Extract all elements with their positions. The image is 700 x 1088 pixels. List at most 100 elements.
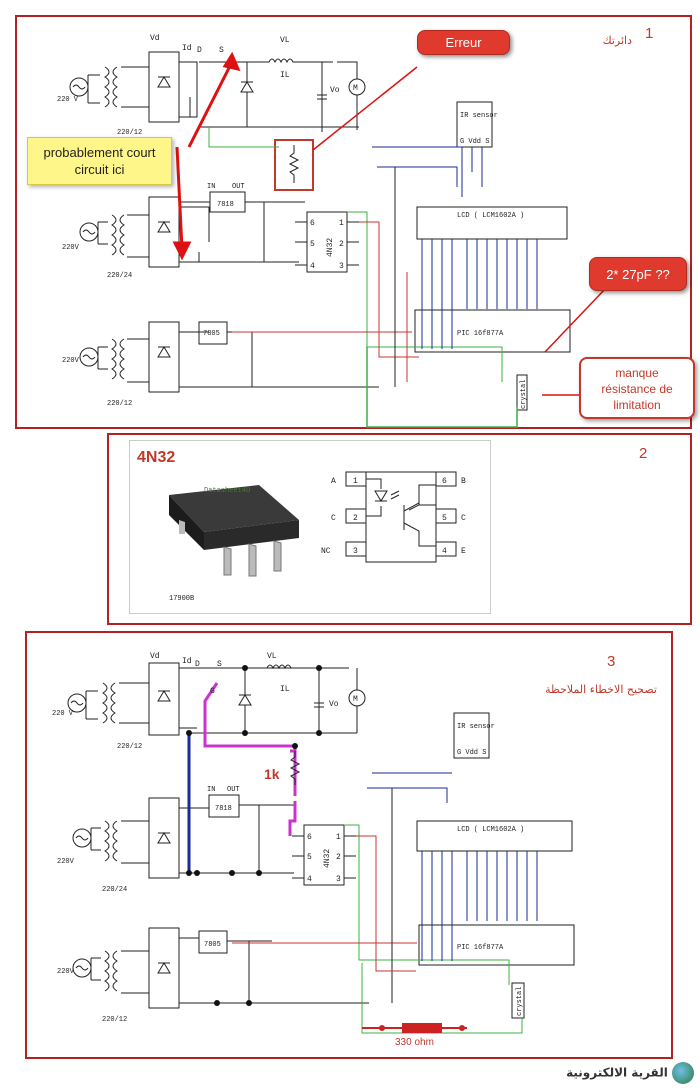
svg-text:B: B <box>461 477 466 486</box>
pin-1: 1 <box>339 219 344 228</box>
label-crystal: crystal <box>516 987 524 1016</box>
label-220b: 220V <box>57 858 75 866</box>
svg-text:6: 6 <box>442 477 447 486</box>
site-name: القرية الالكترونية <box>566 1065 668 1080</box>
pic-1 <box>414 309 571 353</box>
wires-1 <box>208 127 538 428</box>
supply-1 <box>69 51 366 132</box>
watermark: Datasheet4U <box>204 487 250 495</box>
svg-text:C: C <box>331 514 336 523</box>
pin-5: 5 <box>307 853 312 862</box>
svg-text:4: 4 <box>442 547 447 556</box>
label-crystal: crystal <box>520 380 528 409</box>
label-t3: 220/12 <box>102 1016 127 1024</box>
pin-2: 2 <box>336 853 341 862</box>
label-s: S <box>219 46 224 55</box>
schematic-1: Vd Id D S VL IL Vo M 220 V 220/12 220V 2… <box>57 34 608 428</box>
label-m: M <box>353 84 358 93</box>
chip-photo <box>169 485 299 577</box>
label-pic: PIC 16f877A <box>457 944 504 952</box>
label-330-ohm: 330 ohm <box>395 1037 434 1048</box>
label-sensor-pins: G Vdd S <box>460 138 489 146</box>
label-lcd: LCD ( LCM1602A ) <box>457 826 524 834</box>
svg-text:5: 5 <box>442 514 447 523</box>
label-vl: VL <box>280 36 290 45</box>
crystal-1 <box>516 374 528 411</box>
svg-text:A: A <box>331 477 336 486</box>
label-t3: 220/12 <box>107 400 132 408</box>
pinout-diagram <box>345 471 457 563</box>
label-id: Id <box>182 657 192 666</box>
label-220c: 220V <box>62 357 80 365</box>
label-220a: 220 V <box>52 710 74 718</box>
junctions-3 <box>186 665 322 1006</box>
chip-code: 17900B <box>169 595 194 603</box>
pin-3: 3 <box>336 875 341 884</box>
label-vo: Vo <box>330 86 340 95</box>
resistor-1k <box>289 751 301 785</box>
label-out: OUT <box>227 786 240 794</box>
label-vo: Vo <box>329 700 339 709</box>
callout-short-circuit: probablement court circuit ici <box>27 137 172 185</box>
optocoupler-1 <box>295 211 359 273</box>
pin-6: 6 <box>310 219 315 228</box>
chip-title: 4N32 <box>137 449 176 466</box>
pin-4: 4 <box>310 262 315 271</box>
svg-text:2: 2 <box>353 514 358 523</box>
label-4n32: 4N32 <box>323 849 332 868</box>
pin-6: 6 <box>307 833 312 842</box>
globe-icon <box>672 1062 694 1084</box>
label-4n32: 4N32 <box>326 238 335 257</box>
chip-drawing: Datasheet4U 17900B 1 2 3 6 5 4 A C NC B … <box>169 471 466 603</box>
pin-5: 5 <box>310 240 315 249</box>
panel-1-original-circuit: Vd Id D S VL IL Vo M 220 V 220/12 220V 2… <box>15 15 695 429</box>
panel-title-ar: تصحيح الاخطاء الملاحظة <box>545 683 657 696</box>
label-t1: 220/12 <box>117 743 142 751</box>
labels-1: Vd Id D S VL IL Vo M 220 V 220/12 220V 2… <box>57 34 528 409</box>
label-7805: 7805 <box>203 330 220 338</box>
panel-3-corrected-circuit: Vd Id D S G VL IL Vo M 220 V 220/12 220V… <box>25 631 673 1059</box>
label-d: D <box>195 660 200 669</box>
callout-27pf: 2* 27pF ?? <box>589 257 687 291</box>
panel-title-ar: دائرتك <box>602 34 632 47</box>
supply-3 <box>79 321 379 393</box>
label-vl: VL <box>267 652 277 661</box>
label-d: D <box>197 46 202 55</box>
label-7805: 7805 <box>204 941 221 949</box>
label-in: IN <box>207 786 215 794</box>
svg-text:1: 1 <box>353 477 358 486</box>
svg-text:3: 3 <box>353 547 358 556</box>
label-t2: 220/24 <box>102 886 127 894</box>
resistor-330 <box>362 1023 467 1033</box>
schematic-3: Vd Id D S G VL IL Vo M 220 V 220/12 220V… <box>52 652 575 1034</box>
label-il: IL <box>280 685 290 694</box>
panel-number: 3 <box>607 653 616 670</box>
label-g: G <box>210 687 215 696</box>
svg-text:E: E <box>461 547 466 556</box>
crystal-3 <box>511 982 525 1019</box>
label-lcd: LCD ( LCM1602A ) <box>457 212 524 220</box>
pin-4: 4 <box>307 875 312 884</box>
ir-sensor-1 <box>456 101 493 148</box>
label-m: M <box>353 695 358 704</box>
svg-text:NC: NC <box>321 547 331 556</box>
pin-3: 3 <box>339 262 344 271</box>
label-sensor-pins: G Vdd S <box>457 749 486 757</box>
pin-2: 2 <box>339 240 344 249</box>
label-sensor: IR sensor <box>457 723 495 731</box>
panel-number: 1 <box>645 25 654 42</box>
pic-3 <box>418 924 575 966</box>
label-220c: 220V <box>57 968 75 976</box>
label-out: OUT <box>232 183 245 191</box>
label-vd: Vd <box>150 652 160 661</box>
label-7818: 7818 <box>217 201 234 209</box>
label-7818: 7818 <box>215 805 232 813</box>
lcd-1 <box>416 206 568 240</box>
label-il: IL <box>280 71 290 80</box>
label-pic: PIC 16f877A <box>457 330 504 338</box>
wires-3 <box>187 682 538 1034</box>
callout-erreur: Erreur <box>417 30 510 55</box>
label-s: S <box>217 660 222 669</box>
label-vd: Vd <box>150 34 160 43</box>
label-id: Id <box>182 44 192 53</box>
